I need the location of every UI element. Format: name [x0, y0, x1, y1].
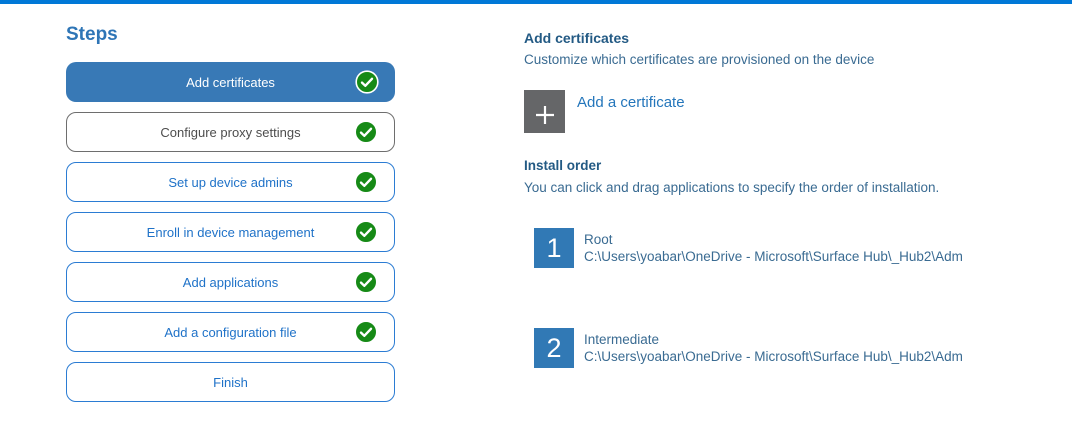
page-subtitle: Customize which certificates are provisi…: [524, 52, 875, 67]
completed-check-icon: [354, 270, 378, 294]
step-label: Finish: [213, 374, 248, 390]
completed-check-icon: [354, 320, 378, 344]
steps-list: Add certificates Configure proxy setting…: [66, 62, 395, 412]
page-title: Add certificates: [524, 30, 630, 46]
install-order-title: Install order: [524, 158, 602, 173]
step-add-certificates[interactable]: Add certificates: [66, 62, 395, 102]
step-add-applications[interactable]: Add applications: [66, 262, 395, 302]
steps-panel-title: Steps: [66, 24, 118, 45]
step-enroll-in-device-management[interactable]: Enroll in device management: [66, 212, 395, 252]
item-number-badge: 2: [534, 328, 574, 368]
item-path: C:\Users\yoabar\OneDrive - Microsoft\Sur…: [584, 349, 963, 364]
add-certificate-label: Add a certificate: [577, 94, 685, 111]
item-name: Root: [584, 232, 613, 247]
top-accent-bar: [0, 0, 1072, 4]
item-text: Root C:\Users\yoabar\OneDrive - Microsof…: [584, 228, 963, 265]
completed-check-icon: [354, 220, 378, 244]
step-set-up-device-admins[interactable]: Set up device admins: [66, 162, 395, 202]
item-path: C:\Users\yoabar\OneDrive - Microsoft\Sur…: [584, 249, 963, 264]
install-order-item-intermediate[interactable]: 2 Intermediate C:\Users\yoabar\OneDrive …: [534, 328, 963, 368]
content-panel: Add certificates Customize which certifi…: [524, 0, 1072, 443]
install-order-description: You can click and drag applications to s…: [524, 180, 940, 195]
step-label: Set up device admins: [168, 174, 293, 190]
item-number-badge: 1: [534, 228, 574, 268]
completed-check-icon: [354, 170, 378, 194]
completed-check-icon: [354, 120, 378, 144]
install-order-item-root[interactable]: 1 Root C:\Users\yoabar\OneDrive - Micros…: [534, 228, 963, 268]
step-configure-proxy-settings[interactable]: Configure proxy settings: [66, 112, 395, 152]
step-label: Add applications: [182, 274, 279, 290]
step-label: Configure proxy settings: [160, 124, 301, 140]
plus-icon: [524, 90, 565, 133]
item-text: Intermediate C:\Users\yoabar\OneDrive - …: [584, 328, 963, 365]
step-label: Add a configuration file: [164, 324, 297, 340]
completed-check-icon: [355, 70, 379, 94]
step-label: Enroll in device management: [146, 224, 315, 240]
step-label: Add certificates: [186, 74, 275, 90]
item-name: Intermediate: [584, 332, 660, 347]
add-certificate-button[interactable]: Add a certificate: [524, 90, 685, 133]
step-finish[interactable]: Finish: [66, 362, 395, 402]
step-add-a-configuration-file[interactable]: Add a configuration file: [66, 312, 395, 352]
